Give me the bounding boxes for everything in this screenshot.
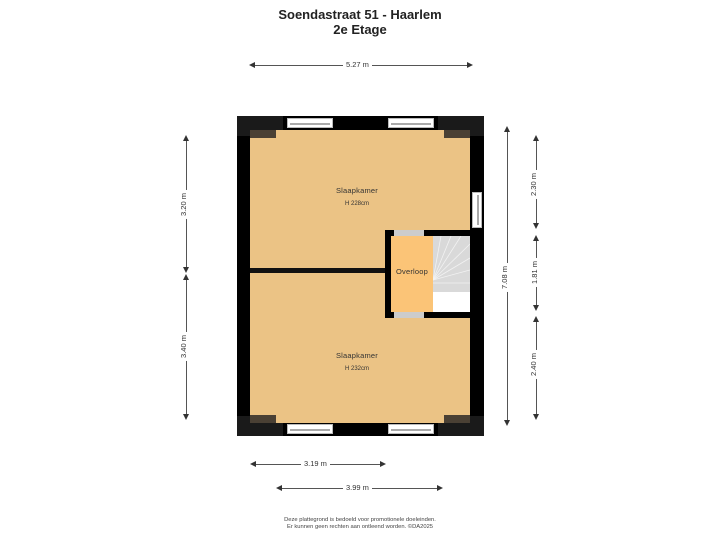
plan-title: Soendastraat 51 - Haarlem	[278, 7, 442, 22]
window	[287, 424, 333, 434]
window	[388, 118, 434, 128]
staircase	[433, 236, 470, 312]
stairs-icon	[433, 236, 470, 292]
corner-shadow	[250, 415, 276, 423]
room-label-upper: Slaapkamer H 228cm	[335, 186, 379, 207]
disclaimer-line-1: Deze plattegrond is bedoeld voor promoti…	[284, 517, 436, 523]
corner-shadow	[444, 130, 470, 138]
corner-shadow	[444, 415, 470, 423]
interior-wall	[250, 268, 387, 273]
disclaimer-line-2: Er kunnen geen rechten aan ontleend word…	[286, 524, 434, 530]
floor-plan: Slaapkamer H 228cm Slaapkamer H 232cm Ov…	[237, 116, 484, 436]
window	[388, 424, 434, 434]
window	[287, 118, 333, 128]
corner-shadow	[250, 130, 276, 138]
door-opening	[394, 312, 424, 318]
room-overloop	[391, 236, 433, 312]
room-label-lower: Slaapkamer H 232cm	[335, 351, 379, 372]
room-label-overloop: Overloop	[395, 267, 429, 276]
window	[472, 192, 482, 228]
door-opening	[394, 230, 424, 236]
floor-label: 2e Etage	[333, 22, 387, 37]
